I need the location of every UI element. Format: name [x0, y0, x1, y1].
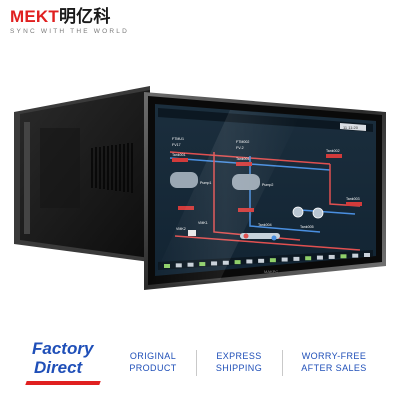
- brand-name-prefix: MEKT: [10, 7, 59, 26]
- factory-direct-label: Factory Direct: [25, 339, 101, 385]
- feature-line: WORRY-FREE: [301, 351, 367, 361]
- tag-label: Pump2: [262, 183, 273, 187]
- hmi-button[interactable]: [258, 258, 265, 263]
- brand-tagline: SYNC WITH THE WORLD: [10, 28, 129, 35]
- brand-name-suffix: 明亿科: [58, 7, 111, 26]
- hmi-button[interactable]: [352, 253, 359, 258]
- feature-line: SHIPPING: [215, 363, 263, 373]
- bezel-logo: MAKPC: [264, 269, 278, 274]
- rear-panel: [14, 86, 150, 262]
- hmi-button[interactable]: [316, 255, 323, 260]
- hmi-button[interactable]: [328, 254, 335, 259]
- screen-glare: [150, 110, 300, 286]
- feature-line: PRODUCT: [129, 363, 177, 373]
- factory-direct-line1: Factory: [32, 339, 94, 358]
- brand-name: MEKT明亿科: [10, 8, 129, 26]
- tag-label: Tank001: [172, 153, 186, 157]
- tag-label: FTMU1: [172, 137, 184, 141]
- feature-original: ORIGINAL PRODUCT: [118, 350, 188, 374]
- feature-after-sales: WORRY-FREE AFTER SALES: [288, 350, 380, 374]
- hmi-button[interactable]: [246, 259, 253, 264]
- footer-banner: Factory Direct ORIGINAL PRODUCT EXPRESS …: [0, 330, 400, 390]
- tag-label: Tank004: [258, 223, 272, 227]
- hmi-button[interactable]: [305, 256, 312, 261]
- hmi-button[interactable]: [269, 258, 276, 263]
- tag-label: Tank003: [346, 197, 360, 201]
- red-underline: [25, 381, 101, 385]
- feature-line: AFTER SALES: [301, 363, 367, 373]
- vent-grille: [91, 143, 133, 193]
- factory-direct-line2: Direct: [34, 358, 83, 377]
- screen-status: 11 11:20: [343, 125, 359, 130]
- brand-logo: MEKT明亿科 SYNC WITH THE WORLD: [10, 8, 129, 36]
- feature-line: EXPRESS: [216, 351, 262, 361]
- product-image: MAKPC 11 11:20 FT: [14, 86, 386, 290]
- hmi-button[interactable]: [340, 254, 347, 259]
- hmi-button[interactable]: [293, 256, 300, 261]
- divider: [282, 350, 283, 376]
- feature-line: ORIGINAL: [129, 351, 177, 361]
- hmi-button[interactable]: [281, 257, 288, 262]
- tag-label: FV17: [172, 143, 181, 147]
- hmi-button[interactable]: [234, 260, 241, 265]
- tag-label: Tank005: [300, 225, 314, 229]
- hmi-button[interactable]: [364, 253, 370, 257]
- divider: [196, 350, 197, 376]
- feature-express: EXPRESS SHIPPING: [204, 350, 274, 374]
- tag-label: Tank002: [326, 149, 340, 153]
